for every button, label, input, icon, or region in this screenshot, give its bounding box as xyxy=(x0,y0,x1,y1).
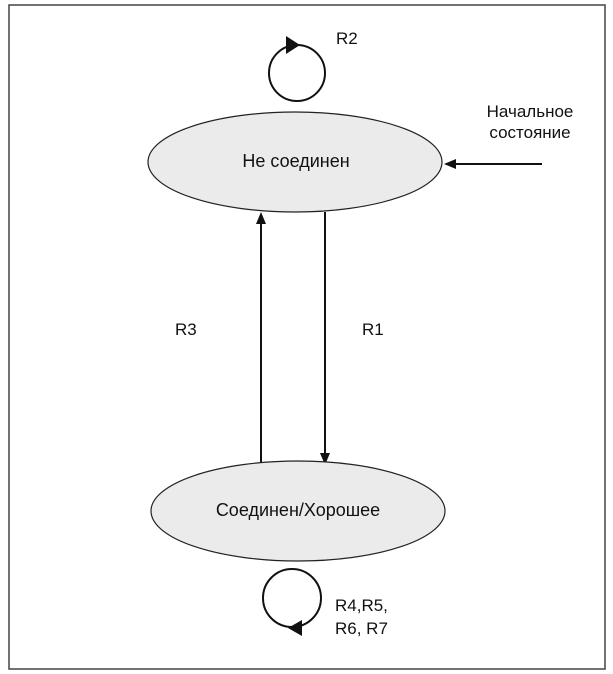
transition-label-r1: R1 xyxy=(362,320,384,339)
self-loop-bottom-arrowhead xyxy=(288,620,302,636)
transition-label-r2: R2 xyxy=(336,29,358,48)
transition-label-r6-r7: R6, R7 xyxy=(335,619,388,638)
state-connected-good[interactable] xyxy=(150,460,446,562)
state-not-connected-label: Не соединен xyxy=(242,151,350,172)
state-not-connected[interactable] xyxy=(147,111,443,213)
diagram-frame xyxy=(8,4,606,670)
transition-label-r3: R3 xyxy=(175,320,197,339)
self-loop-top-arrowhead xyxy=(286,36,300,54)
initial-state-label: Начальное состояние xyxy=(487,101,574,144)
self-loop-bottom xyxy=(262,568,322,628)
initial-state-label-line1: Начальное xyxy=(486,102,574,121)
self-loop-top xyxy=(268,44,326,102)
initial-state-label-line2: состояние xyxy=(489,123,571,143)
state-connected-good-label: Соединен/Хорошее xyxy=(215,500,381,521)
transition-label-r4-r5: R4,R5, xyxy=(335,596,388,615)
